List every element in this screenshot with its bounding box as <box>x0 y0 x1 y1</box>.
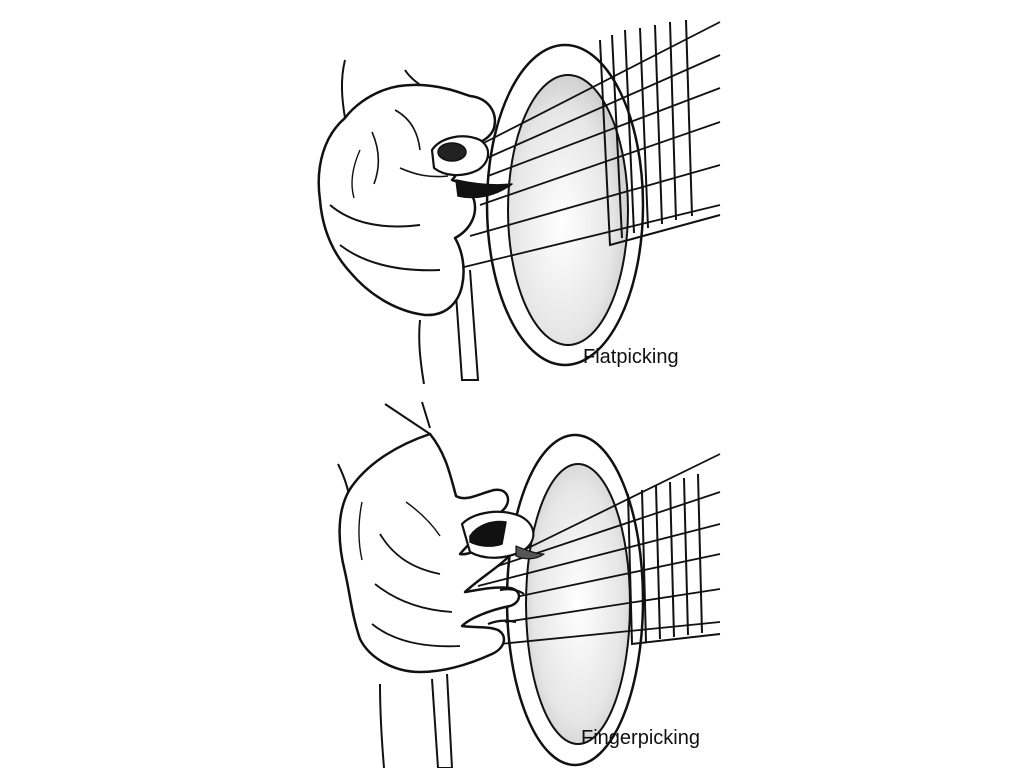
soundhole-icon <box>505 433 645 767</box>
flatpicking-illustration: Flatpicking <box>317 19 721 384</box>
guitar-flatpicking-drawing <box>317 19 721 384</box>
guitar-strings-icon <box>459 21 721 269</box>
hand-holding-pick-icon <box>317 83 513 317</box>
bridge-icon <box>599 19 721 247</box>
caption-fingerpicking: Fingerpicking <box>581 727 700 749</box>
guitar-body-icon <box>431 673 454 768</box>
guitar-body-icon <box>454 269 480 381</box>
hand-fingerpicking-icon <box>338 432 545 674</box>
guitar-fingerpicking-drawing <box>337 401 721 768</box>
caption-flatpicking: Flatpicking <box>583 346 679 368</box>
guitar-strings-icon <box>477 453 721 645</box>
fingerpicking-illustration: Fingerpicking <box>0 384 1024 768</box>
